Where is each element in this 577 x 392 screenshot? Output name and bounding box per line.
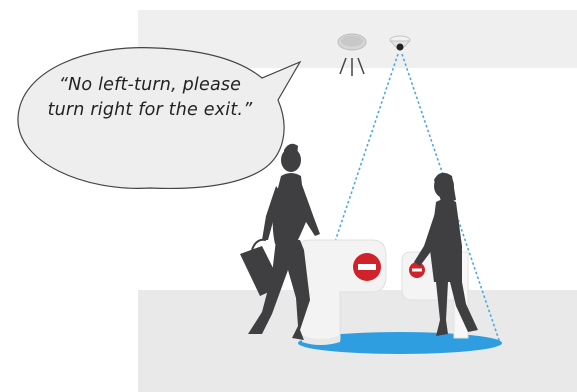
speech-bubble-text: “No left-turn, please turn right for the…: [26, 73, 274, 123]
speech-line-1: “No left-turn, please: [26, 73, 274, 98]
speech-line-2: turn right for the exit.”: [26, 98, 274, 123]
